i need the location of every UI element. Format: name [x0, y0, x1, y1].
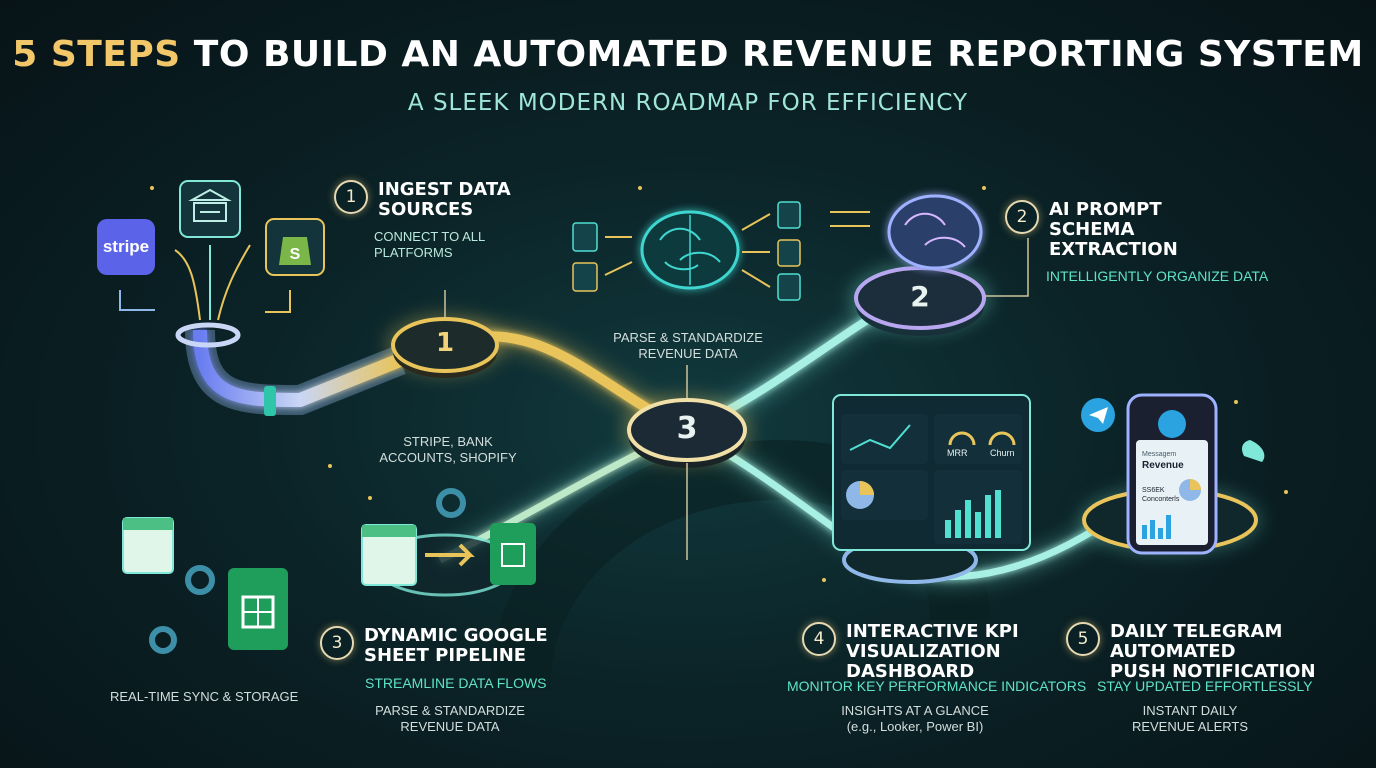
- gauge-mrr-label: MRR: [947, 448, 968, 458]
- stripe-icon: [97, 219, 155, 275]
- spreadsheet-icon: [122, 517, 174, 574]
- phone-line-1: SS6EK: [1142, 487, 1165, 494]
- step-4-title: INTERACTIVE KPI VISUALIZATION DASHBOARD: [846, 621, 1019, 682]
- gear-icon: [149, 488, 466, 654]
- path-ingest-to-node1: [175, 322, 406, 416]
- step-5-number: 5: [1066, 622, 1100, 656]
- step-3-title: DYNAMIC GOOGLE SHEET PIPELINE: [364, 625, 548, 666]
- title-rest: TO BUILD AN AUTOMATED REVENUE REPORTING …: [180, 34, 1364, 75]
- node-1[interactable]: [387, 315, 503, 378]
- node-1-label: 1: [435, 328, 455, 358]
- step-4-tagline: MONITOR KEY PERFORMANCE INDICATORS: [787, 678, 1087, 694]
- step-5-title: DAILY TELEGRAM AUTOMATED PUSH NOTIFICATI…: [1110, 621, 1316, 682]
- step-2-heading: 2 AI PROMPT SCHEMA EXTRACTION: [1005, 200, 1178, 260]
- step-3-number: 3: [320, 626, 354, 660]
- spreadsheet-icon: [361, 524, 417, 586]
- step-3-note: PARSE & STANDARDIZE REVENUE DATA: [375, 703, 525, 734]
- step-4-heading: 4 INTERACTIVE KPI VISUALIZATION DASHBOAR…: [802, 622, 1019, 682]
- brain-icon-right: [887, 194, 983, 270]
- page-title: 5 STEPS TO BUILD AN AUTOMATED REVENUE RE…: [0, 34, 1376, 75]
- leader-line: [985, 238, 1029, 297]
- phone-line-2: Conconterls: [1142, 496, 1180, 503]
- step-4-number: 4: [802, 622, 836, 656]
- document-icons: [572, 201, 801, 301]
- stripe-label: stripe: [102, 237, 150, 256]
- center-note: PARSE & STANDARDIZE REVENUE DATA: [613, 330, 763, 361]
- step-2-title: AI PROMPT SCHEMA EXTRACTION: [1049, 199, 1178, 260]
- node-2[interactable]: [850, 264, 990, 336]
- google-sheets-icon: [228, 568, 288, 650]
- page-subtitle: A SLEEK MODERN ROADMAP FOR EFFICIENCY: [407, 90, 969, 116]
- phone-icon: [1126, 393, 1218, 555]
- step-3-heading: 3 DYNAMIC GOOGLE SHEET PIPELINE: [320, 626, 548, 666]
- step-5-tagline: STAY UPDATED EFFORTLESSLY: [1097, 678, 1313, 694]
- phone-app-name: Messagem: [1142, 451, 1177, 458]
- google-sheets-icon: [490, 523, 536, 585]
- flow-arrows: [119, 244, 291, 321]
- step-5-heading: 5 DAILY TELEGRAM AUTOMATED PUSH NOTIFICA…: [1066, 622, 1316, 682]
- rocket-icon: [1242, 440, 1265, 462]
- svg-text:S: S: [290, 246, 301, 263]
- node-3-label: 3: [676, 411, 698, 446]
- step-1-number: 1: [334, 180, 368, 214]
- dashboard-icon: [832, 394, 1031, 551]
- step-3-tagline: STREAMLINE DATA FLOWS: [365, 675, 547, 691]
- phone-title: Revenue: [1142, 460, 1184, 471]
- telegram-icon: [1081, 398, 1115, 432]
- pipe-connector: [264, 386, 276, 416]
- title-accent: 5 STEPS: [12, 34, 181, 75]
- bank-icon: [179, 180, 241, 238]
- step-2-number: 2: [1005, 200, 1039, 234]
- sync-note: REAL-TIME SYNC & STORAGE: [110, 689, 299, 704]
- step-5-note: INSTANT DAILY REVENUE ALERTS: [1131, 703, 1249, 734]
- arrow-icon: [425, 543, 475, 567]
- arrow-icons: [604, 211, 870, 288]
- step-1-desc: CONNECT TO ALL PLATFORMS: [374, 229, 486, 260]
- pipe-ring: [175, 322, 241, 348]
- brain-icon-center: [640, 210, 740, 290]
- step-1-note: STRIPE, BANK ACCOUNTS, SHOPIFY: [379, 434, 517, 465]
- step-1-heading: 1 INGEST DATA SOURCES: [334, 180, 511, 220]
- step-2-tagline: INTELLIGENTLY ORGANIZE DATA: [1046, 268, 1269, 284]
- gauge-churn-label: Churn: [990, 448, 1015, 458]
- sparkle-icon: [150, 186, 1288, 582]
- node-3[interactable]: [623, 396, 751, 468]
- step-1-title: INGEST DATA SOURCES: [378, 179, 511, 220]
- shopify-icon: S: [265, 218, 325, 276]
- step-4-note: INSIGHTS AT A GLANCE (e.g., Looker, Powe…: [841, 703, 989, 734]
- node-2-label: 2: [910, 280, 930, 313]
